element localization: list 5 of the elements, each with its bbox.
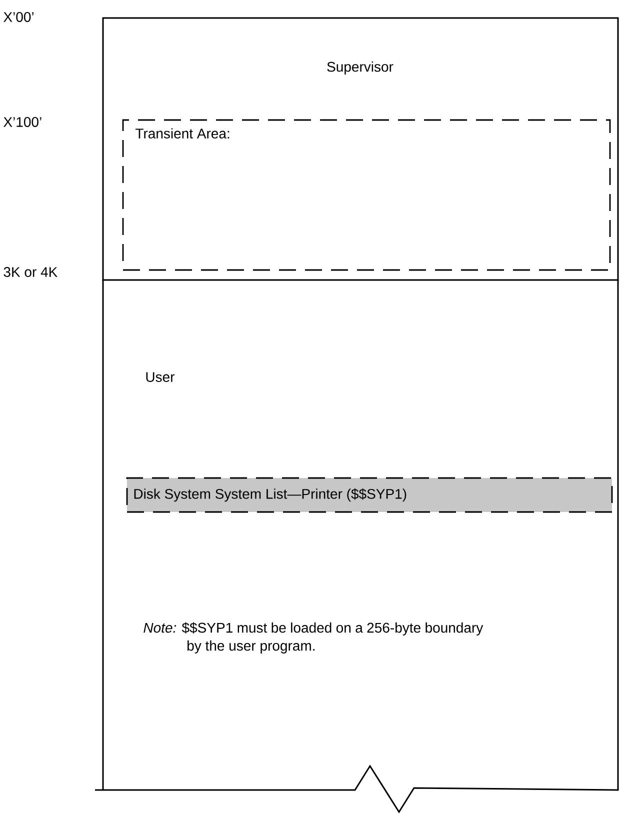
address-label: X’100’ [4,117,42,127]
address-label: 3K or 4K [4,267,58,277]
dashed-area-box: Transient Area: [122,119,611,271]
shaded-area-box: Disk System System List—Printer ($$SYP1) [126,477,613,513]
address-label: X’00’ [4,12,34,22]
